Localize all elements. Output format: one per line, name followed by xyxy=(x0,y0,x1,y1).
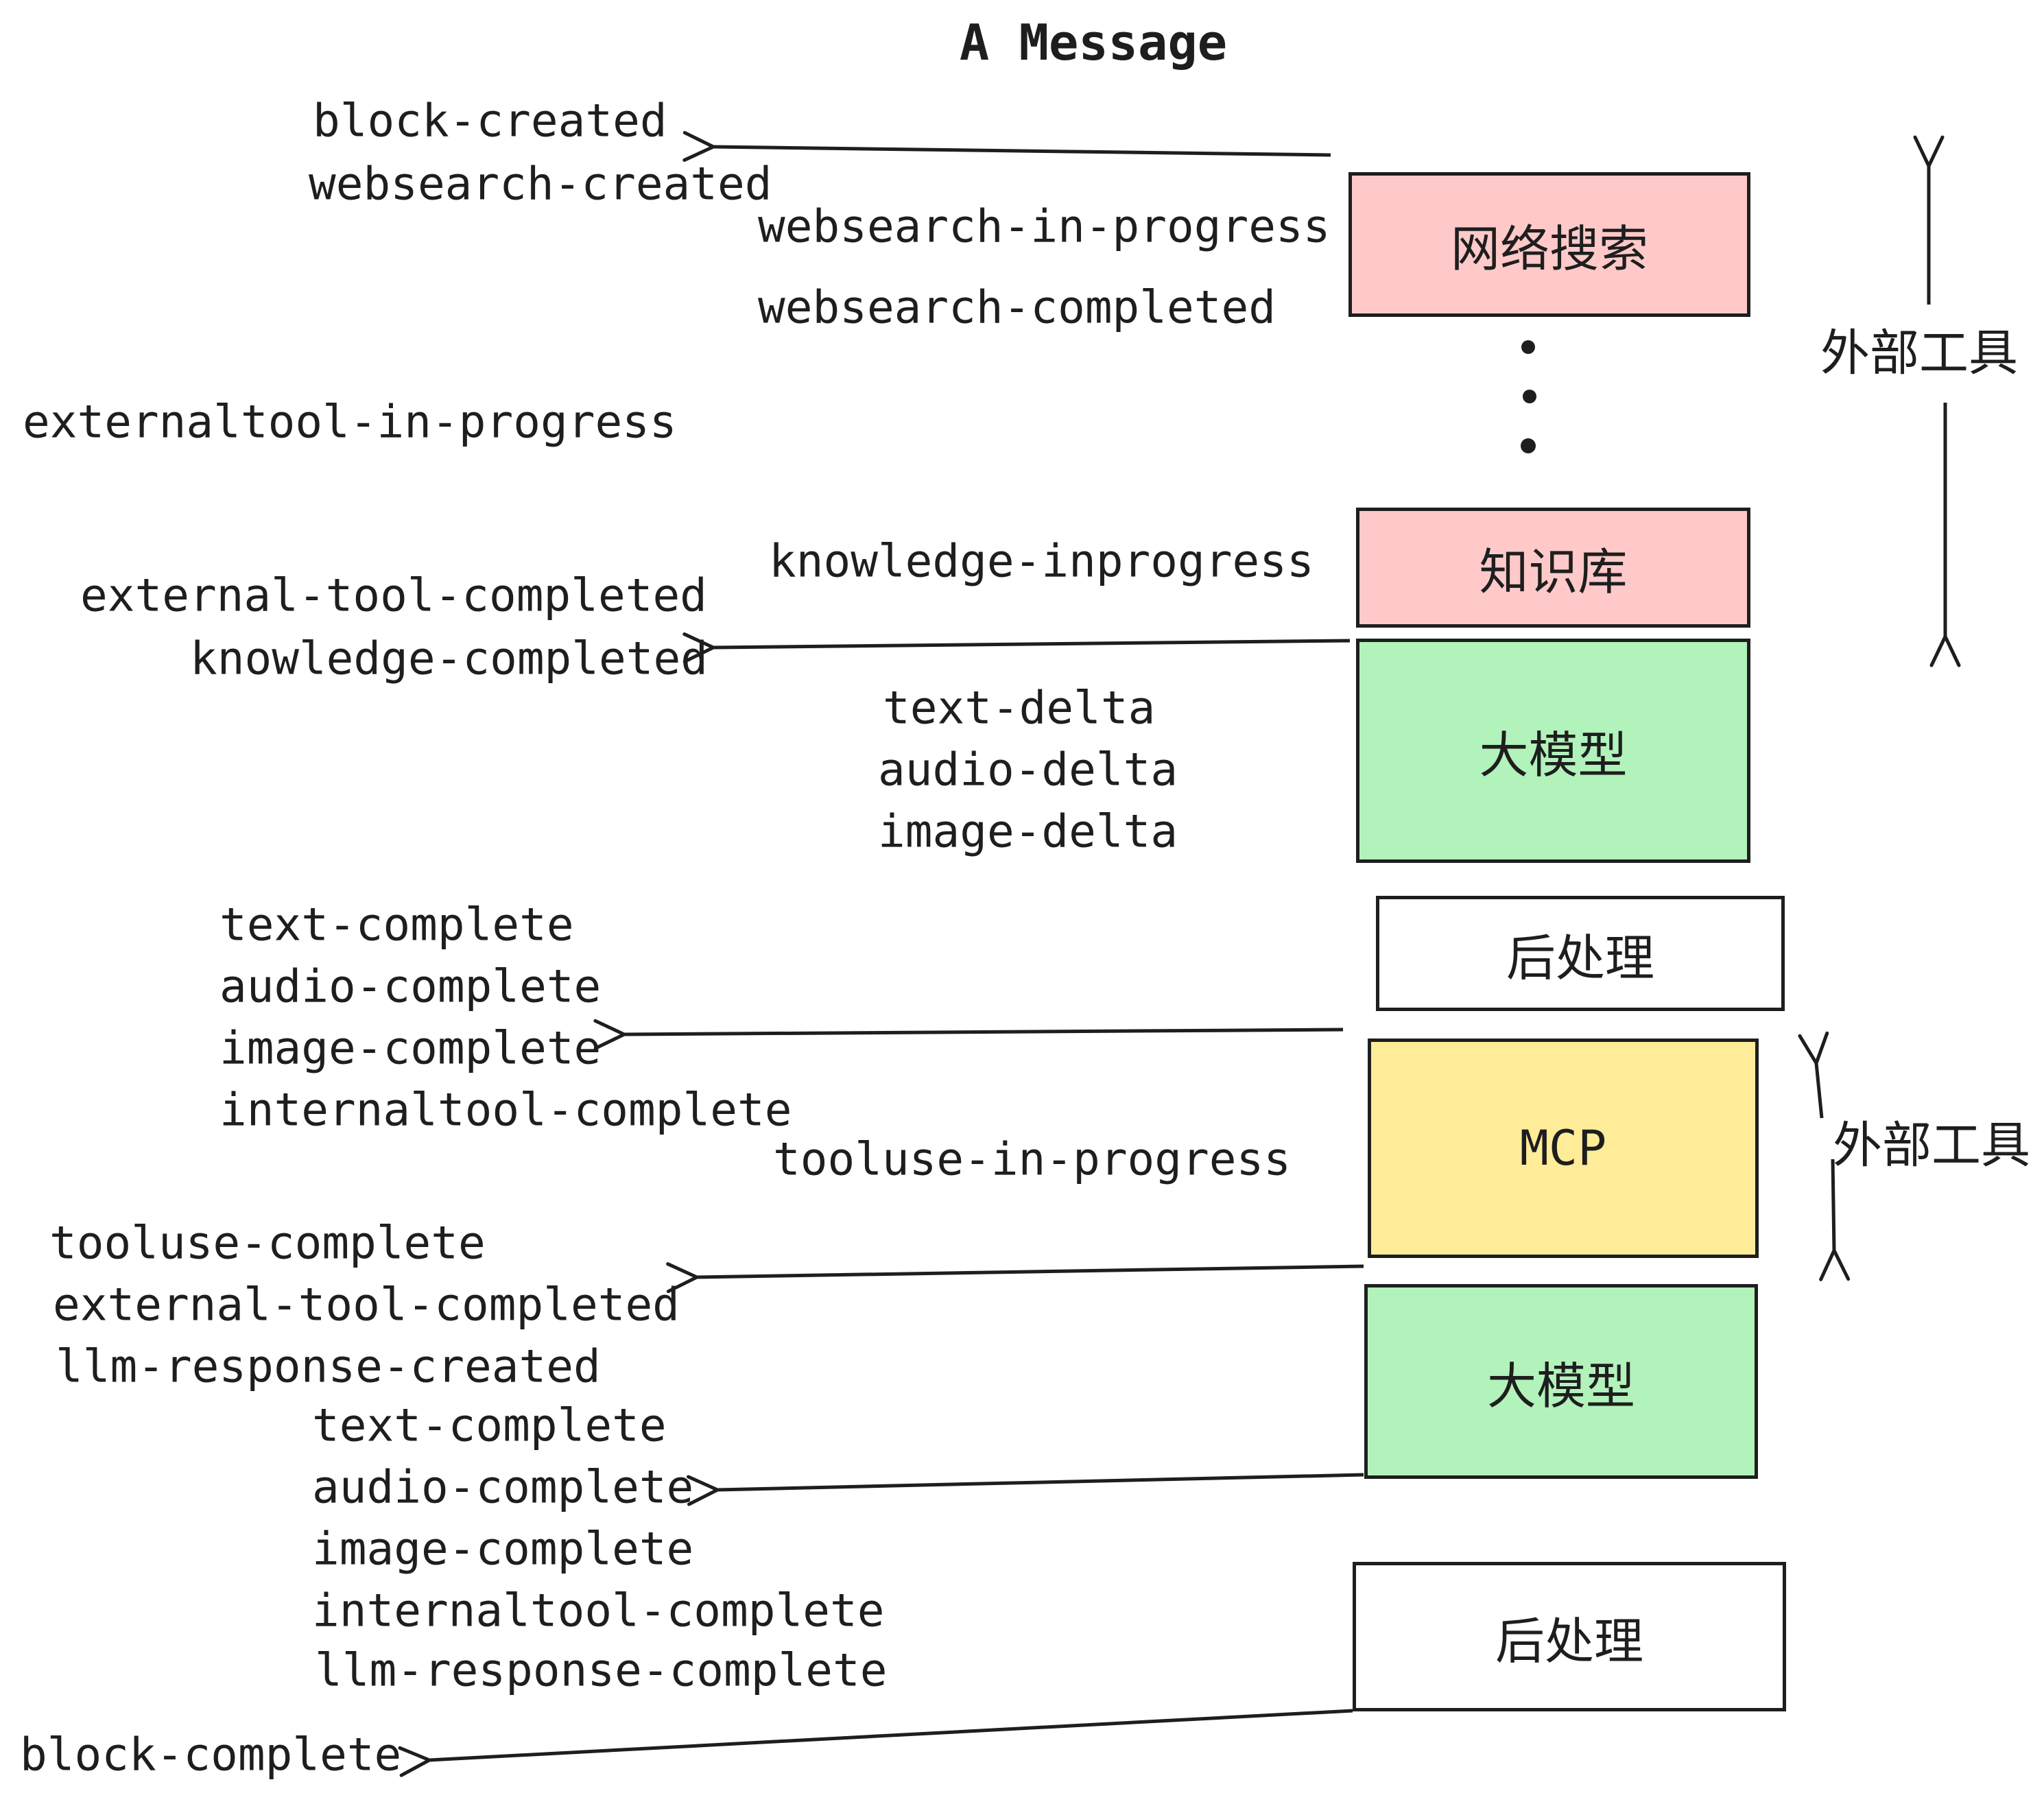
event-label-text-complete-2: text-complete xyxy=(312,1399,667,1452)
arrow-external-tool-completed xyxy=(666,1262,1364,1294)
box-llm-2-label: 大模型 xyxy=(1486,1359,1635,1414)
box-postprocess-2-label: 后处理 xyxy=(1495,1614,1643,1670)
event-label-knowledge-completed: knowledge-completed xyxy=(190,632,708,685)
event-label-websearch-completed: websearch-completed xyxy=(758,281,1276,334)
event-label-image-complete-2: image-complete xyxy=(312,1522,694,1576)
external-tools-arrow-down-2 xyxy=(1819,1159,1851,1281)
box-knowledge: 知识库 xyxy=(1356,508,1750,628)
event-label-internaltool-complete-2: internaltool-complete xyxy=(312,1584,885,1637)
external-tools-arrow-up-2 xyxy=(1798,1031,1829,1119)
box-postprocess-1-label: 后处理 xyxy=(1506,931,1654,986)
event-label-tooluse-in-progress: tooluse-in-progress xyxy=(773,1132,1291,1186)
arrow-audio-complete xyxy=(687,1473,1364,1506)
event-label-externaltool-in-progress: externaltool-in-progress xyxy=(23,395,677,449)
event-label-llm-response-created: llm-response-created xyxy=(56,1340,601,1393)
box-postprocess-2: 后处理 xyxy=(1353,1562,1786,1711)
event-label-image-delta-1: image-delta xyxy=(878,805,1178,858)
event-label-tooluse-complete: tooluse-complete xyxy=(49,1216,486,1270)
arrow-image-complete xyxy=(593,1019,1344,1050)
box-llm-1: 大模型 xyxy=(1356,639,1750,863)
event-label-block-complete: block-complete xyxy=(20,1728,402,1781)
event-label-knowledge-inprogress: knowledge-inprogress xyxy=(769,534,1314,588)
arrow-websearch-created xyxy=(682,130,1331,162)
event-label-image-complete-1: image-complete xyxy=(219,1021,602,1075)
external-tools-label-1: 外部工具 xyxy=(1820,326,2019,381)
event-label-audio-delta-1: audio-delta xyxy=(878,743,1178,796)
box-mcp-label: MCP xyxy=(1519,1120,1607,1176)
event-label-external-tool-completed: external-tool-completed xyxy=(80,569,707,622)
event-label-internaltool-complete-1: internaltool-complete xyxy=(219,1083,792,1137)
diagram-title: A Message xyxy=(959,14,1228,71)
event-label-external-tool-completed-2: external-tool-completed xyxy=(53,1278,680,1331)
ellipsis-dots-icon xyxy=(1521,340,1536,453)
event-label-block-created: block-created xyxy=(313,94,667,147)
event-label-text-delta-1: text-delta xyxy=(883,681,1156,735)
event-label-websearch-created: websearch-created xyxy=(309,157,772,211)
box-postprocess-1: 后处理 xyxy=(1376,896,1785,1011)
event-label-websearch-in-progress: websearch-in-progress xyxy=(758,200,1331,253)
box-websearch-label: 网络搜索 xyxy=(1450,222,1648,277)
arrow-knowledge-completed xyxy=(682,632,1351,663)
external-tools-label-2: 外部工具 xyxy=(1833,1118,2031,1174)
arrow-block-complete xyxy=(398,1709,1353,1777)
event-label-audio-complete-2: audio-complete xyxy=(312,1460,694,1514)
event-label-text-complete-1: text-complete xyxy=(219,898,574,951)
box-llm-1-label: 大模型 xyxy=(1479,728,1628,783)
box-knowledge-label: 知识库 xyxy=(1479,545,1628,600)
event-label-audio-complete-1: audio-complete xyxy=(219,960,602,1013)
box-websearch: 网络搜索 xyxy=(1348,172,1750,317)
event-label-llm-response-complete: llm-response-complete xyxy=(315,1643,888,1697)
box-mcp: MCP xyxy=(1368,1039,1759,1258)
box-llm-2: 大模型 xyxy=(1364,1284,1758,1479)
